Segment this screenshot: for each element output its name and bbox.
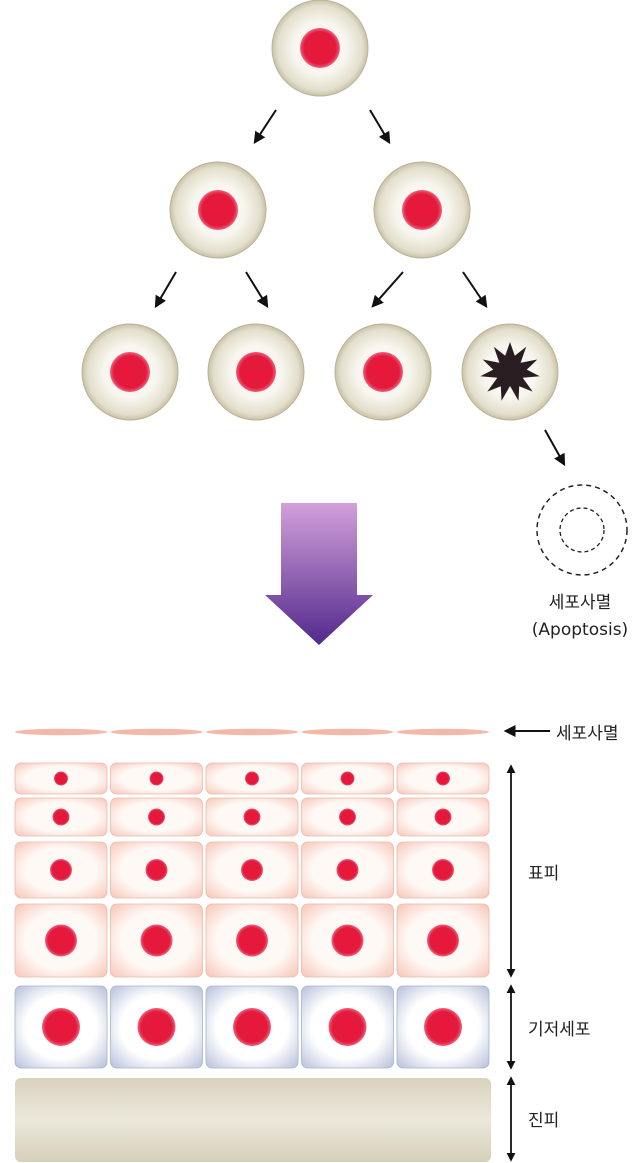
flattened-cell (15, 728, 107, 736)
cell-nucleus (331, 924, 364, 957)
cell-tree (81, 0, 559, 421)
cell-nucleus (424, 1008, 462, 1046)
cell-nucleus (363, 352, 403, 392)
inner-dashed-circle (559, 507, 605, 553)
cell-nucleus (45, 924, 77, 957)
cell-nucleus (137, 1008, 176, 1046)
dermis-layer (15, 1078, 491, 1162)
cell-nucleus (50, 859, 72, 881)
arrow (371, 271, 404, 308)
cell-nucleus (236, 924, 268, 957)
cell-nucleus (241, 859, 263, 881)
apoptosis-remnant (536, 484, 628, 576)
division-arrows (154, 109, 566, 467)
cell-nucleus (54, 771, 68, 786)
flattened-cell (301, 728, 394, 736)
cell-nucleus (336, 859, 359, 881)
cell-nucleus (436, 771, 450, 786)
cell-nucleus (339, 808, 356, 826)
arrow (544, 429, 566, 467)
cell-nucleus (198, 190, 238, 230)
apoptotic-nucleus (480, 342, 540, 401)
layer-label-epidermis: 표피 (528, 864, 560, 884)
cell-nucleus (52, 808, 70, 826)
arrow (462, 271, 488, 308)
cell-nucleus (427, 924, 459, 957)
arrow (369, 109, 391, 145)
flattened-cell (206, 728, 298, 736)
arrow (154, 271, 177, 309)
cell-nucleus (233, 1008, 271, 1046)
cell-nucleus (145, 859, 168, 881)
cell-nucleus (245, 771, 259, 786)
arrow (253, 109, 277, 145)
cell-nucleus (243, 808, 261, 826)
outer-dashed-circle (536, 484, 628, 576)
big-down-arrow (265, 503, 373, 645)
cell-nucleus (432, 859, 454, 881)
cell-nucleus (42, 1008, 80, 1046)
cell-nucleus (340, 771, 355, 786)
cell-nucleus (300, 28, 340, 68)
cell-nucleus (328, 1008, 367, 1046)
apoptosis-label-en: (Apoptosis) (531, 620, 629, 640)
layer-label-apoptosis: 세포사멸 (556, 724, 619, 744)
arrow (245, 271, 269, 309)
cell-nucleus (140, 924, 173, 957)
flattened-cell (110, 728, 203, 736)
skin-layers (14, 728, 491, 1162)
cell-nucleus (236, 352, 276, 392)
layer-arrows (503, 725, 550, 1162)
cell-nucleus (402, 190, 442, 230)
flattened-cell (397, 728, 489, 736)
cell-nucleus (148, 808, 165, 826)
cell-nucleus (434, 808, 452, 826)
layer-label-dermis: 진피 (528, 1111, 560, 1131)
apoptosis-label-ko: 세포사멸 (548, 593, 612, 613)
cell-nucleus (110, 352, 150, 392)
cell-nucleus (149, 771, 164, 786)
layer-label-basal: 기저세포 (528, 1020, 591, 1040)
